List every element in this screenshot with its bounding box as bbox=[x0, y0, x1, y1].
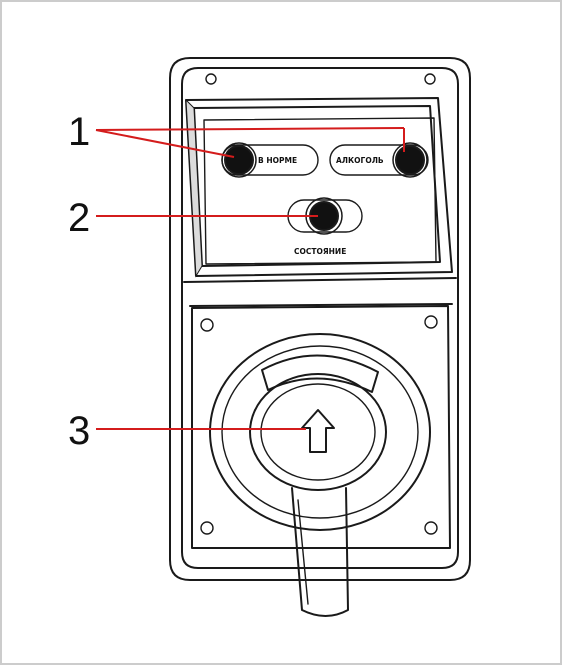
callout-leaders bbox=[95, 127, 405, 430]
leader-line-1a bbox=[95, 129, 235, 158]
device-housing bbox=[169, 57, 471, 581]
lamp-alcohol: АЛКОГОЛЬ bbox=[329, 142, 429, 178]
leader-line-1b bbox=[95, 127, 405, 131]
indicator-lamp-icon bbox=[395, 145, 425, 175]
socket-plate bbox=[191, 305, 451, 617]
lamp-normal-label: В НОРМЕ bbox=[258, 156, 297, 165]
arrow-up-icon bbox=[301, 409, 335, 453]
lamp-status-label: СОСТОЯНИЕ bbox=[294, 247, 346, 256]
callout-1: 1 bbox=[68, 110, 90, 154]
lamp-alcohol-label: АЛКОГОЛЬ bbox=[336, 156, 384, 165]
screw-icon bbox=[424, 315, 438, 329]
indicator-panel bbox=[183, 97, 457, 307]
lamp-normal: В НОРМЕ bbox=[221, 142, 319, 178]
screw-icon bbox=[424, 73, 436, 85]
screw-icon bbox=[200, 318, 214, 332]
screw-icon bbox=[424, 521, 438, 535]
indicator-lamp-icon bbox=[224, 145, 254, 175]
screw-icon bbox=[205, 73, 217, 85]
callout-2: 2 bbox=[68, 196, 90, 240]
callout-3: 3 bbox=[68, 409, 90, 453]
lamp-status: СОСТОЯНИЕ bbox=[287, 197, 363, 256]
screw-icon bbox=[200, 521, 214, 535]
